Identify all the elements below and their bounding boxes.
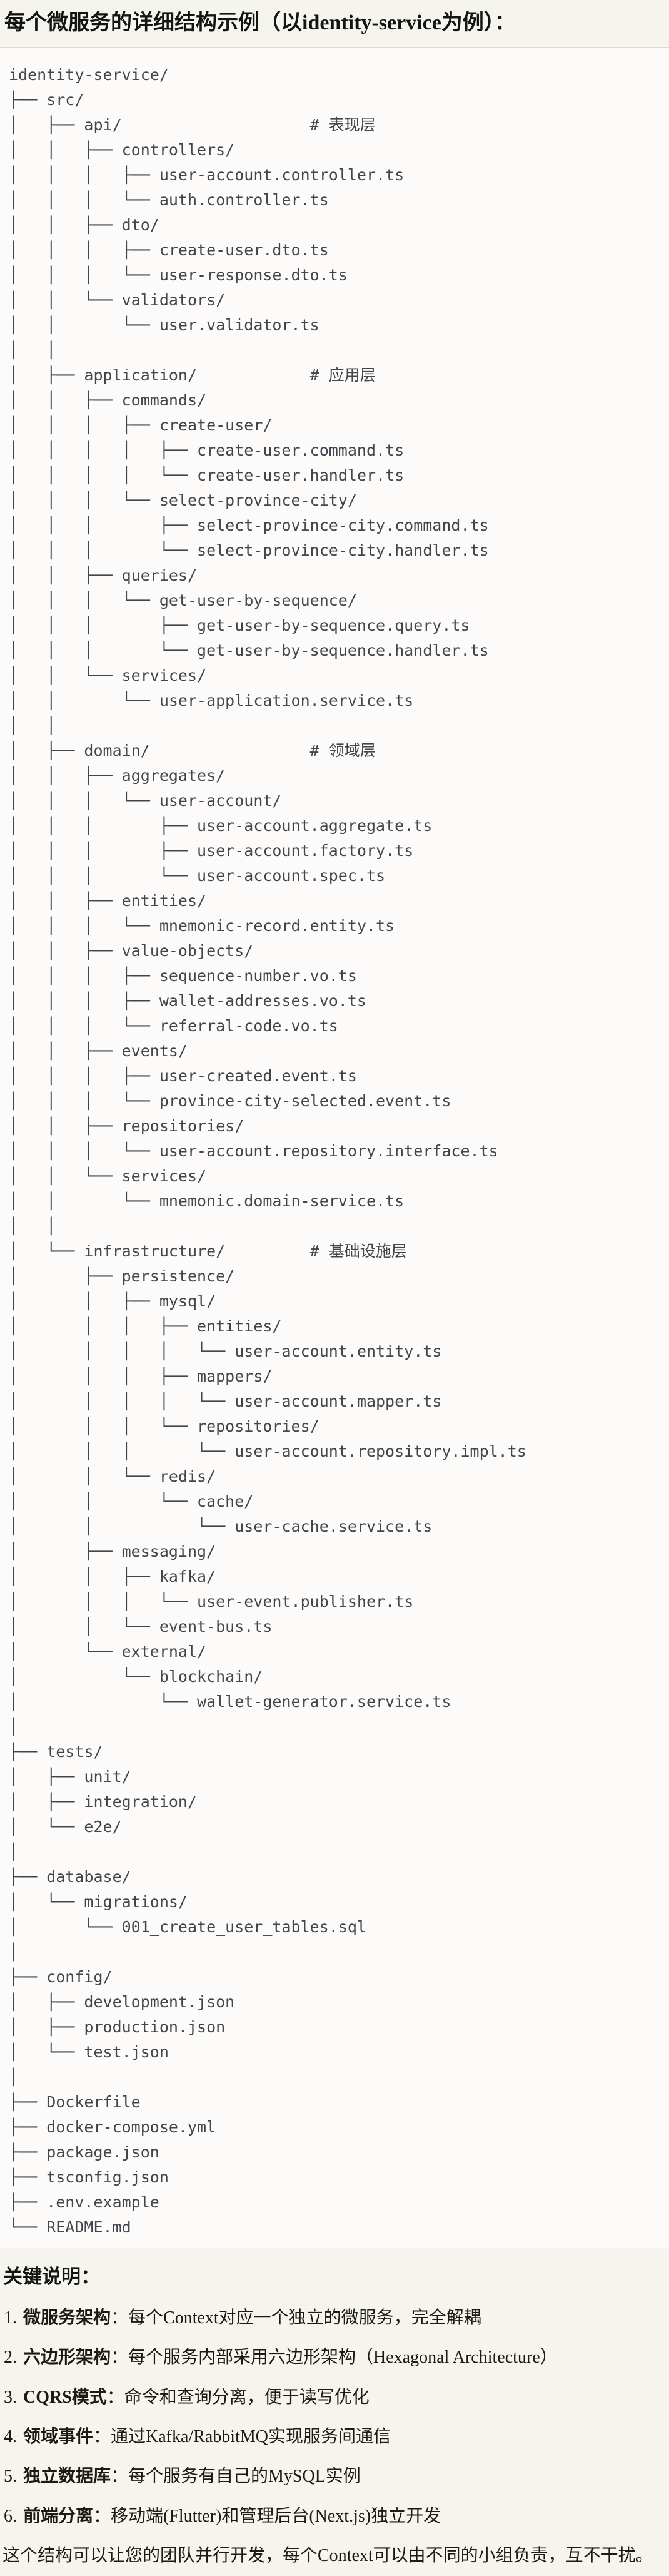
list-item: 4. 领域事件：通过Kafka/RabbitMQ实现服务间通信 (4, 2426, 665, 2448)
key-notes-list: 1. 微服务架构：每个Context对应一个独立的微服务，完全解耦 2. 六边形架构… (0, 2307, 669, 2528)
list-item-number: 1. (4, 2308, 17, 2328)
list-item-desc: ：每个服务有自己的MySQL实例 (111, 2467, 361, 2487)
list-item-label: 六边形架构 (23, 2348, 111, 2368)
list-item-desc: ：命令和查询分离，便于读写优化 (106, 2387, 370, 2407)
list-item-label: 独立数据库 (23, 2467, 111, 2487)
list-item-number: 5. (4, 2467, 17, 2487)
list-item-desc: ：通过Kafka/RabbitMQ实现服务间通信 (93, 2426, 391, 2446)
list-item-desc: ：每个Context对应一个独立的微服务，完全解耦 (111, 2308, 481, 2328)
directory-tree-code-block: identity-service/ ├── src/ │ ├── api/ # … (0, 46, 669, 2248)
list-item: 2. 六边形架构：每个服务内部采用六边形架构（Hexagonal Architec… (4, 2346, 665, 2369)
list-item: 5. 独立数据库：每个服务有自己的MySQL实例 (4, 2465, 665, 2488)
closing-paragraph: 这个结构可以让您的团队并行开发，每个Context可以由不同的小组负责，互不干扰… (3, 2546, 653, 2566)
list-item: 1. 微服务架构：每个Context对应一个独立的微服务，完全解耦 (4, 2307, 665, 2329)
list-item-label: 领域事件 (23, 2426, 94, 2446)
key-notes-title: 关键说明： (3, 2265, 100, 2288)
list-item-number: 6. (4, 2506, 17, 2526)
list-item-number: 4. (4, 2426, 17, 2446)
list-item-label: 前端分离 (23, 2506, 94, 2526)
list-item-label: CQRS模式 (23, 2387, 107, 2407)
page-title: 每个微服务的详细结构示例（以identity-service为例）： (4, 11, 516, 34)
directory-tree-text: identity-service/ ├── src/ │ ├── api/ # … (9, 65, 526, 2236)
list-item-number: 3. (4, 2387, 17, 2407)
list-item-number: 2. (4, 2348, 17, 2368)
list-item-label: 微服务架构 (23, 2308, 111, 2328)
list-item: 6. 前端分离：移动端(Flutter)和管理后台(Next.js)独立开发 (4, 2505, 665, 2528)
list-item: 3. CQRS模式：命令和查询分离，便于读写优化 (4, 2386, 665, 2409)
list-item-desc: ：移动端(Flutter)和管理后台(Next.js)独立开发 (93, 2506, 441, 2526)
list-item-desc: ：每个服务内部采用六边形架构（Hexagonal Architecture） (111, 2348, 558, 2368)
